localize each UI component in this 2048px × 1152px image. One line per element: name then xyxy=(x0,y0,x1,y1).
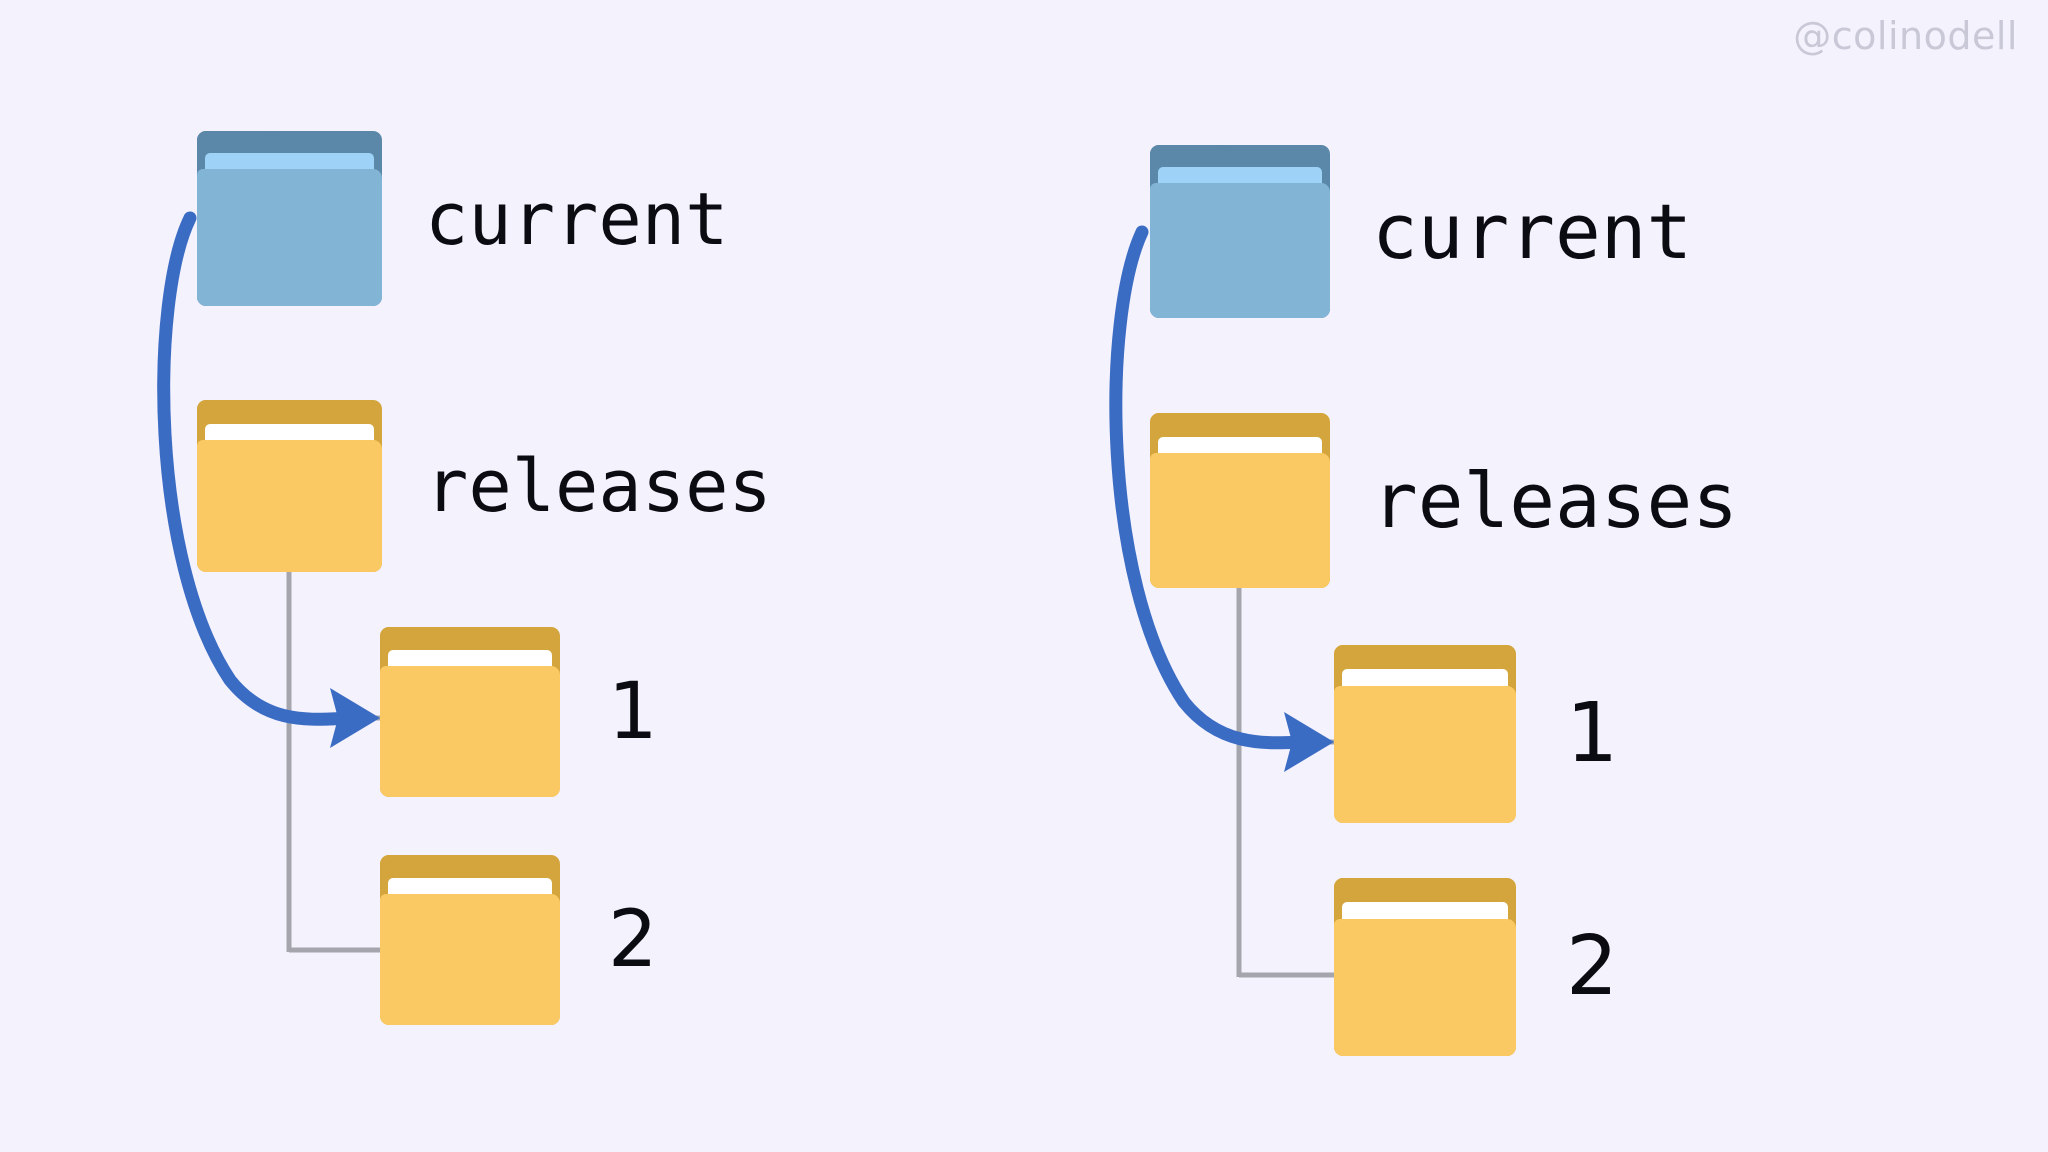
folder-icon-yellow[interactable] xyxy=(197,400,382,572)
node-release-1-before[interactable]: 1 xyxy=(380,627,658,797)
symlink-arrow-head xyxy=(1284,712,1334,772)
folder-icon-yellow[interactable] xyxy=(1150,413,1330,588)
folder-icon-yellow[interactable] xyxy=(380,855,560,1025)
folder-front xyxy=(1150,183,1330,318)
node-label-current: current xyxy=(425,176,729,261)
node-label-release-2: 2 xyxy=(608,895,658,985)
node-current-before[interactable]: current xyxy=(197,131,728,306)
folder-icon-yellow[interactable] xyxy=(1334,878,1516,1056)
node-label-releases: releases xyxy=(1372,455,1739,545)
symlink-arrow-path xyxy=(157,211,365,726)
folder-front xyxy=(197,169,382,306)
folder-tab xyxy=(380,627,456,652)
node-label-release-2: 2 xyxy=(1566,919,1619,1014)
node-releases-before[interactable]: releases xyxy=(197,400,772,572)
node-current-after[interactable]: current xyxy=(1150,145,1692,318)
node-label-current: current xyxy=(1372,186,1693,276)
node-release-2-after[interactable]: 2 xyxy=(1334,878,1618,1056)
folder-front xyxy=(1334,686,1516,823)
folder-tab xyxy=(1150,413,1226,439)
folder-front xyxy=(380,666,560,797)
folder-sheet xyxy=(1342,902,1508,923)
diagram-before: current releases 1 xyxy=(157,131,772,1025)
node-releases-after[interactable]: releases xyxy=(1150,413,1738,588)
folder-front xyxy=(1150,453,1330,588)
folder-sheet xyxy=(1342,669,1508,690)
folder-front xyxy=(380,894,560,1025)
folder-icon-yellow[interactable] xyxy=(380,627,560,797)
symlink-arrow-head xyxy=(330,688,380,748)
symlink-arrow-after xyxy=(1109,225,1334,772)
folder-sheet xyxy=(1158,437,1322,457)
folder-tab xyxy=(1150,145,1226,171)
symlink-arrow-before xyxy=(157,211,380,748)
folder-tab xyxy=(197,400,275,426)
folder-tab xyxy=(1334,645,1410,671)
folder-sheet xyxy=(388,650,552,670)
folder-icon-blue[interactable] xyxy=(1150,145,1330,318)
folder-icon-yellow[interactable] xyxy=(1334,645,1516,823)
folder-icon-blue[interactable] xyxy=(197,131,382,306)
folder-front xyxy=(1334,919,1516,1056)
node-label-releases: releases xyxy=(425,444,772,528)
folder-sheet xyxy=(205,424,374,444)
folder-tab xyxy=(197,131,275,157)
symlink-arrow-path xyxy=(1109,225,1319,750)
folder-tab xyxy=(380,855,456,880)
node-label-release-1: 1 xyxy=(1566,686,1619,781)
folder-front xyxy=(197,440,382,572)
diagram-after: current releases 1 xyxy=(1024,0,2048,1152)
folder-tab xyxy=(1334,878,1410,904)
node-release-1-after[interactable]: 1 xyxy=(1334,645,1618,823)
node-release-2-before[interactable]: 2 xyxy=(380,855,658,1025)
folder-sheet xyxy=(388,878,552,898)
node-label-release-1: 1 xyxy=(608,667,658,757)
watermark-handle: @colinodell xyxy=(1793,14,2018,58)
